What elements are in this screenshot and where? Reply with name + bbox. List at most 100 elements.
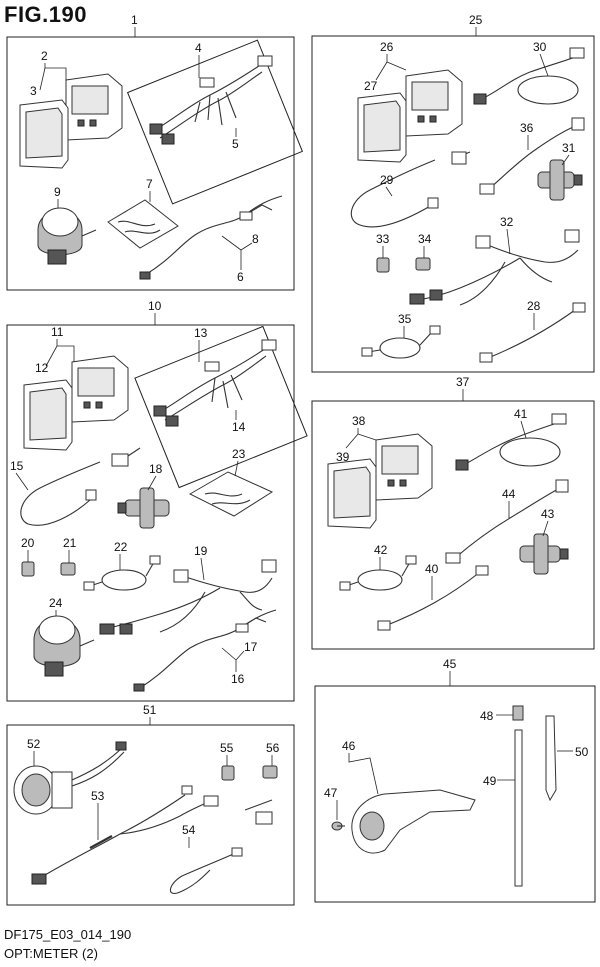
ref-10[interactable]: 10 xyxy=(148,299,162,313)
ref-51[interactable]: 51 xyxy=(143,703,157,717)
ref-45[interactable]: 45 xyxy=(443,657,457,671)
harness-part-53[interactable] xyxy=(31,785,219,885)
ref-37[interactable]: 37 xyxy=(456,375,470,389)
ref-49[interactable]: 49 xyxy=(483,774,497,788)
gauge-part-52[interactable] xyxy=(13,741,127,815)
ref-44[interactable]: 44 xyxy=(502,487,516,501)
ref-40[interactable]: 40 xyxy=(425,562,439,576)
parts-bag-part-8[interactable] xyxy=(107,199,179,249)
ref-46[interactable]: 46 xyxy=(342,739,356,753)
ref-48[interactable]: 48 xyxy=(480,709,494,723)
ref-12[interactable]: 12 xyxy=(35,361,49,375)
ref-27[interactable]: 27 xyxy=(364,79,378,93)
cable-part-15[interactable] xyxy=(20,447,141,526)
meter-display-part-2[interactable] xyxy=(65,73,123,141)
meter-cover-part-27[interactable] xyxy=(357,92,407,163)
ref-39[interactable]: 39 xyxy=(336,450,350,464)
meter-display-part-11[interactable] xyxy=(71,355,129,423)
ref-38[interactable]: 38 xyxy=(352,414,366,428)
screw-part-47[interactable] xyxy=(331,821,345,831)
parts-bag-part-23[interactable] xyxy=(188,471,274,517)
ref-31[interactable]: 31 xyxy=(562,141,576,155)
ref-50[interactable]: 50 xyxy=(575,745,589,759)
ref-9[interactable]: 9 xyxy=(54,185,61,199)
meter-cover-part-39[interactable] xyxy=(327,458,377,529)
ref-52[interactable]: 52 xyxy=(27,737,41,751)
plug-part-34[interactable] xyxy=(415,257,431,271)
cap-part-48[interactable] xyxy=(512,705,524,721)
transducer-part-24[interactable] xyxy=(33,615,95,677)
ref-23[interactable]: 23 xyxy=(232,447,246,461)
sensor-cable-part-16[interactable] xyxy=(133,609,277,692)
cable-part-28[interactable] xyxy=(479,302,586,363)
ref-56[interactable]: 56 xyxy=(266,741,280,755)
cable-part-35[interactable] xyxy=(361,325,441,359)
ref-25[interactable]: 25 xyxy=(469,13,483,27)
ref-5[interactable]: 5 xyxy=(232,137,239,151)
ref-54[interactable]: 54 xyxy=(182,823,196,837)
tie-part-50[interactable] xyxy=(545,715,557,802)
meter-cover-part-12[interactable] xyxy=(23,379,73,451)
ref-29[interactable]: 29 xyxy=(380,173,394,187)
ref-20[interactable]: 20 xyxy=(21,536,35,550)
ref-8[interactable]: 7 xyxy=(146,177,153,191)
ref-6[interactable]: 6 xyxy=(237,270,244,284)
cable-part-43[interactable] xyxy=(339,555,417,591)
ref-34[interactable]: 34 xyxy=(418,232,432,246)
ref-18[interactable]: 18 xyxy=(149,462,163,476)
bracket-part-46[interactable] xyxy=(351,789,476,854)
ref-24[interactable]: 24 xyxy=(49,596,63,610)
plug-part-21[interactable] xyxy=(60,562,76,576)
meter-display-part-38[interactable] xyxy=(375,433,433,501)
ref-28[interactable]: 28 xyxy=(527,299,541,313)
ref-3[interactable]: 3 xyxy=(30,84,37,98)
ref-33[interactable]: 33 xyxy=(376,232,390,246)
plug-part-55[interactable] xyxy=(221,765,235,781)
ref-55[interactable]: 55 xyxy=(220,741,234,755)
ref-11[interactable]: 11 xyxy=(51,325,64,339)
ref-41[interactable]: 41 xyxy=(514,407,528,421)
plug-part-56[interactable] xyxy=(262,765,278,779)
cable-part-30[interactable] xyxy=(473,47,585,105)
ref-21[interactable]: 21 xyxy=(63,536,77,550)
cable-part-41[interactable] xyxy=(455,413,567,471)
ref-47[interactable]: 47 xyxy=(324,786,338,800)
ref-42[interactable]: 43 xyxy=(541,507,555,521)
ref-1[interactable]: 1 xyxy=(131,13,138,27)
meter-cover-part-3[interactable] xyxy=(19,99,69,169)
ref-35[interactable]: 35 xyxy=(398,312,412,326)
ref-7[interactable]: 8 xyxy=(252,232,259,246)
plug-part-20[interactable] xyxy=(21,561,35,577)
ref-14[interactable]: 14 xyxy=(232,420,246,434)
wiring-harness-part-32[interactable] xyxy=(409,229,580,306)
ref-19[interactable]: 19 xyxy=(194,544,208,558)
ref-36[interactable]: 36 xyxy=(520,121,534,135)
ref-13[interactable]: 13 xyxy=(194,326,208,340)
ref-22[interactable]: 22 xyxy=(114,540,128,554)
cable-part-36[interactable] xyxy=(479,117,585,195)
ref-53[interactable]: 53 xyxy=(91,789,105,803)
ref-16[interactable]: 16 xyxy=(231,672,245,686)
ref-32[interactable]: 32 xyxy=(500,215,514,229)
cable-part-44[interactable] xyxy=(445,479,569,564)
wiring-harness-part-13[interactable] xyxy=(153,339,277,427)
wiring-harness-part-4[interactable] xyxy=(149,55,273,145)
ref-43[interactable]: 42 xyxy=(374,543,388,557)
ref-2[interactable]: 2 xyxy=(41,49,48,63)
t-connector-part-18[interactable] xyxy=(117,487,170,529)
plug-part-33[interactable] xyxy=(376,257,390,273)
ref-4[interactable]: 4 xyxy=(195,41,202,55)
cable-part-54[interactable] xyxy=(169,799,273,894)
t-connector-part-31[interactable] xyxy=(537,159,583,201)
rod-part-49[interactable] xyxy=(514,729,523,887)
cable-part-22[interactable] xyxy=(83,555,161,591)
cable-part-29[interactable] xyxy=(350,151,471,228)
t-connector-part-42[interactable] xyxy=(519,533,569,575)
cable-part-40[interactable] xyxy=(377,565,489,631)
sensor-cable-part-6[interactable] xyxy=(139,195,283,280)
transducer-part-9[interactable] xyxy=(37,207,97,265)
ref-30[interactable]: 30 xyxy=(533,40,547,54)
ref-17[interactable]: 17 xyxy=(244,640,258,654)
ref-15[interactable]: 15 xyxy=(10,459,24,473)
meter-display-part-26[interactable] xyxy=(405,69,463,137)
